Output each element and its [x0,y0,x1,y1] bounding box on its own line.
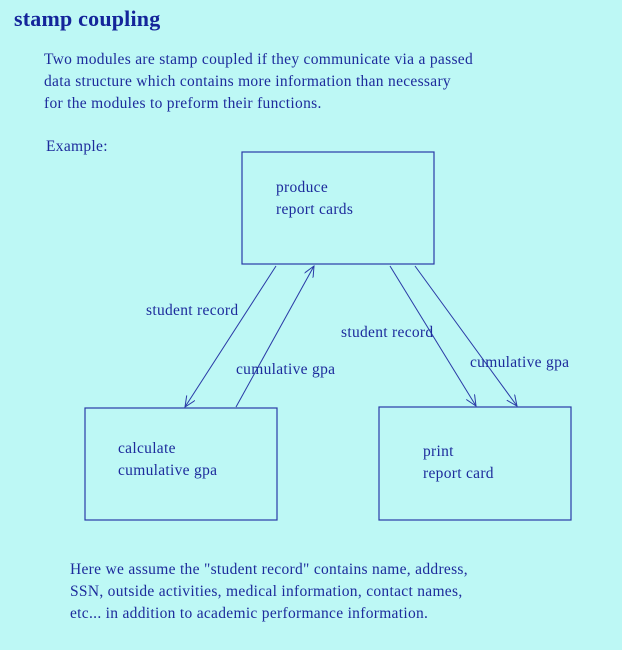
node-produce-box [241,151,435,265]
node-produce-label-2: report cards [276,201,353,218]
node-produce-label-1: produce [276,179,328,196]
edge-produce-to-print-gpa [414,265,517,406]
node-produce-report-cards: produce report cards [241,151,435,265]
edge-label-cumulative-gpa-left: cumulative gpa [236,361,335,378]
page-title: stamp coupling [14,6,161,31]
footer-line-3: etc... in addition to academic performan… [70,605,429,622]
intro-line-1: Two modules are stamp coupled if they co… [44,51,474,68]
edge-produce-to-calculate [185,265,277,407]
node-print-label-2: report card [423,465,494,482]
node-calculate-cumulative-gpa: calculate cumulative gpa [84,407,278,521]
edge-label-cumulative-gpa-right: cumulative gpa [470,354,569,371]
footer-line-1: Here we assume the "student record" cont… [70,561,468,578]
edge-label-student-record-right: student record [341,324,433,341]
node-print-label-1: print [423,443,454,460]
node-print-box [378,406,572,521]
intro-line-3: for the modules to preform their functio… [44,95,322,112]
node-calculate-label-2: cumulative gpa [118,462,217,479]
edge-produce-to-print-record [389,265,476,406]
example-label: Example: [46,138,108,155]
edge-calculate-to-produce [235,266,314,408]
node-calculate-label-1: calculate [118,440,176,457]
edge-label-student-record-left: student record [146,302,238,319]
footer-line-2: SSN, outside activities, medical informa… [70,583,463,600]
node-print-report-card: print report card [378,406,572,521]
intro-line-2: data structure which contains more infor… [44,73,451,90]
node-calculate-box [84,407,278,521]
